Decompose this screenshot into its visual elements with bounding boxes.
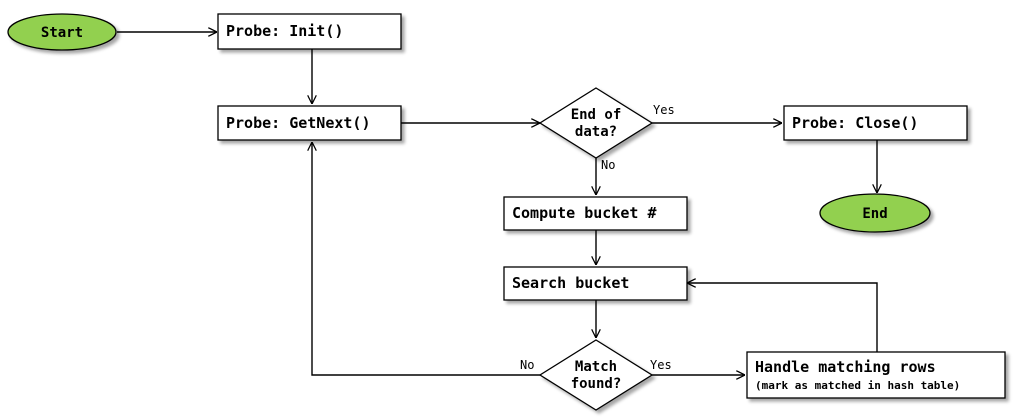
- handle-box: [746, 351, 1006, 399]
- match-line1: Match: [575, 359, 617, 375]
- search-label: Search bucket: [512, 274, 629, 292]
- close-label: Probe: Close(): [792, 114, 918, 132]
- search-box: [503, 266, 688, 301]
- match-found-decision: [538, 339, 654, 411]
- init-label: Probe: Init(): [226, 22, 343, 40]
- init-box: [217, 13, 402, 50]
- end-of-data-decision: [538, 87, 654, 159]
- compute-box: [503, 196, 688, 231]
- edge-label-yes-end: Yes: [653, 103, 675, 117]
- close-box: [783, 105, 968, 141]
- handle-label: Handle matching rows: [755, 358, 936, 376]
- match-line2: found?: [571, 376, 622, 392]
- end-of-data-line2: data?: [575, 124, 617, 140]
- edge-handle-to-search: [687, 283, 878, 352]
- compute-label: Compute bucket #: [512, 204, 657, 222]
- getnext-label: Probe: GetNext(): [226, 114, 371, 132]
- end-label: End: [862, 206, 887, 222]
- start-node: [7, 13, 117, 51]
- edge-match-to-getnext: [312, 142, 540, 376]
- edge-label-yes-match: Yes: [650, 358, 672, 372]
- end-of-data-line1: End of: [571, 107, 622, 123]
- handle-sublabel: (mark as matched in hash table): [755, 379, 960, 392]
- start-label: Start: [41, 25, 83, 41]
- getnext-box: [217, 105, 402, 141]
- edge-label-no-match: No: [520, 358, 534, 372]
- edge-label-no-end: No: [601, 158, 615, 172]
- end-node: [819, 193, 931, 233]
